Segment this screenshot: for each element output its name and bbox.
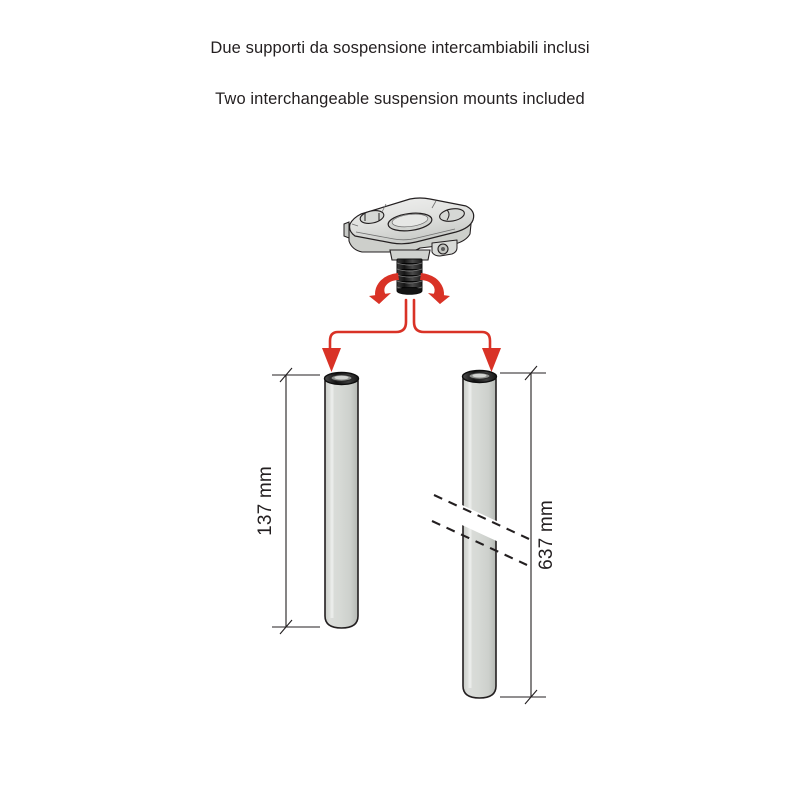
arrowhead-right-tube [482,348,501,372]
plate-center-hole-inner [391,213,429,228]
rotation-arrow-left-head [369,293,391,304]
connector-right-rail [412,298,492,354]
break-symbol-line-top [433,494,530,540]
stud-collar [389,249,431,261]
rotation-arrow-right-head [428,293,450,304]
dimension-137 [272,367,320,635]
dimension-label-637: 637 mm [536,500,557,570]
mount-bracket [343,197,475,295]
dimension-label-137: 137 mm [255,466,276,536]
plate-detail-2 [431,200,437,209]
plate-right-hole [439,208,465,222]
plate-left-hole [359,210,385,224]
long-tube-bore-inner [472,373,487,378]
plate-right-hole-rib [446,209,450,221]
dim637-tick-bottom [524,689,538,705]
caption-block: Due supporti da sospensione intercambiab… [0,40,800,107]
plate-left-tab [343,221,350,239]
short-tube [323,371,360,629]
dim637-tick-top [524,365,538,381]
plate-detail-3 [351,223,359,227]
dim137-tick-bottom [279,619,293,635]
caption-english: Two interchangeable suspension mounts in… [215,89,585,108]
rotation-arrows [369,273,450,304]
break-symbol-gap [436,493,527,555]
red-branch-connector [328,298,492,354]
stud-bottom-end [396,287,423,295]
branch-arrowheads [322,348,501,372]
caption-italian: Due supporti da sospensione intercambiab… [210,39,590,57]
plate-edge-line [355,228,456,241]
plate-pivot-screw-center [441,247,445,251]
plate-detail-1 [381,203,387,213]
connector-left-rail [328,298,408,354]
dim137-tick-top [279,367,293,383]
arrowhead-left-tube [322,348,341,372]
short-tube-body [324,380,359,629]
break-symbol-line-bottom [431,520,528,566]
long-tube [431,369,530,699]
short-tube-bore-inner [334,375,349,380]
dimension-637 [500,365,546,705]
